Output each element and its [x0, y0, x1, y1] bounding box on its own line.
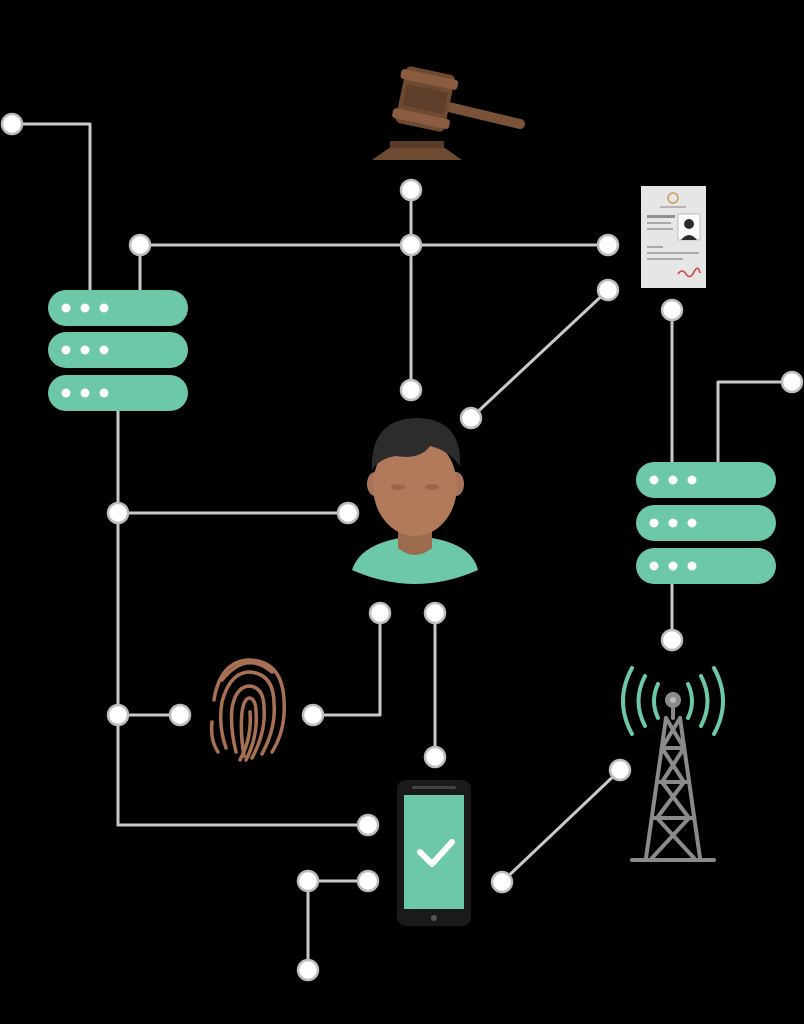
gavel-icon [372, 66, 525, 160]
cell-tower-icon [621, 666, 725, 862]
node-tower-left [608, 758, 632, 782]
node-bottomleft-end [296, 958, 320, 982]
node-center-top [399, 378, 423, 402]
wire-fingerprint-user [311, 611, 382, 717]
node-right-edge [780, 370, 804, 394]
node-bus-center [399, 233, 423, 257]
node-spine-upper [106, 501, 130, 525]
connection-nodes [0, 112, 804, 982]
node-bus-left [128, 233, 152, 257]
node-bottomleft-corner [296, 869, 320, 893]
fingerprint-icon [209, 658, 286, 762]
node-phone-left-lower [356, 869, 380, 893]
server-stack-icon [48, 290, 188, 411]
wire-topleft-server [10, 122, 92, 292]
node-user-bottom-right [423, 601, 447, 625]
server-stack-icon [636, 462, 776, 584]
user-avatar-icon [352, 418, 478, 584]
node-server-bottom [660, 628, 684, 652]
node-phone-top [423, 745, 447, 769]
id-document-icon [641, 186, 706, 288]
node-fingerprint-right [301, 703, 325, 727]
smartphone-check-icon [397, 780, 471, 926]
node-bus-right [596, 233, 620, 257]
node-user-left [336, 501, 360, 525]
node-fingerprint-left [168, 703, 192, 727]
node-gavel [399, 178, 423, 202]
connection-wires [10, 122, 794, 972]
node-spine-middle [106, 703, 130, 727]
node-document-diagonal [596, 278, 620, 302]
node-phone-right [490, 870, 514, 894]
wire-phone-tower [500, 768, 622, 884]
node-topleft [0, 112, 24, 136]
node-phone-left-upper [356, 813, 380, 837]
node-user-diagonal [459, 406, 483, 430]
node-user-bottom-left [368, 601, 392, 625]
wire-right-server [716, 380, 794, 464]
wire-document-user [469, 288, 610, 420]
node-document-bottom [660, 298, 684, 322]
wire-phone-bottomleft [306, 879, 370, 972]
